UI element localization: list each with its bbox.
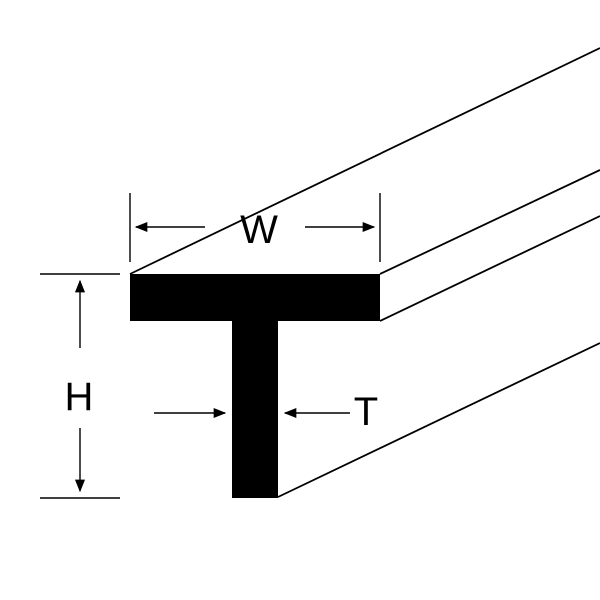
width-dimension [129, 193, 381, 262]
height-label: H [65, 375, 94, 419]
web-bottom-edge [277, 342, 600, 498]
beam-perspective-edges [129, 47, 600, 498]
t-profile-cross-section [130, 274, 380, 498]
thickness-label: T [354, 390, 378, 434]
flange-bottom-edge [379, 215, 600, 322]
top-back-edge [129, 47, 600, 275]
width-label: W [240, 208, 278, 252]
height-dimension [40, 273, 120, 499]
flange-front-edge [379, 169, 600, 275]
